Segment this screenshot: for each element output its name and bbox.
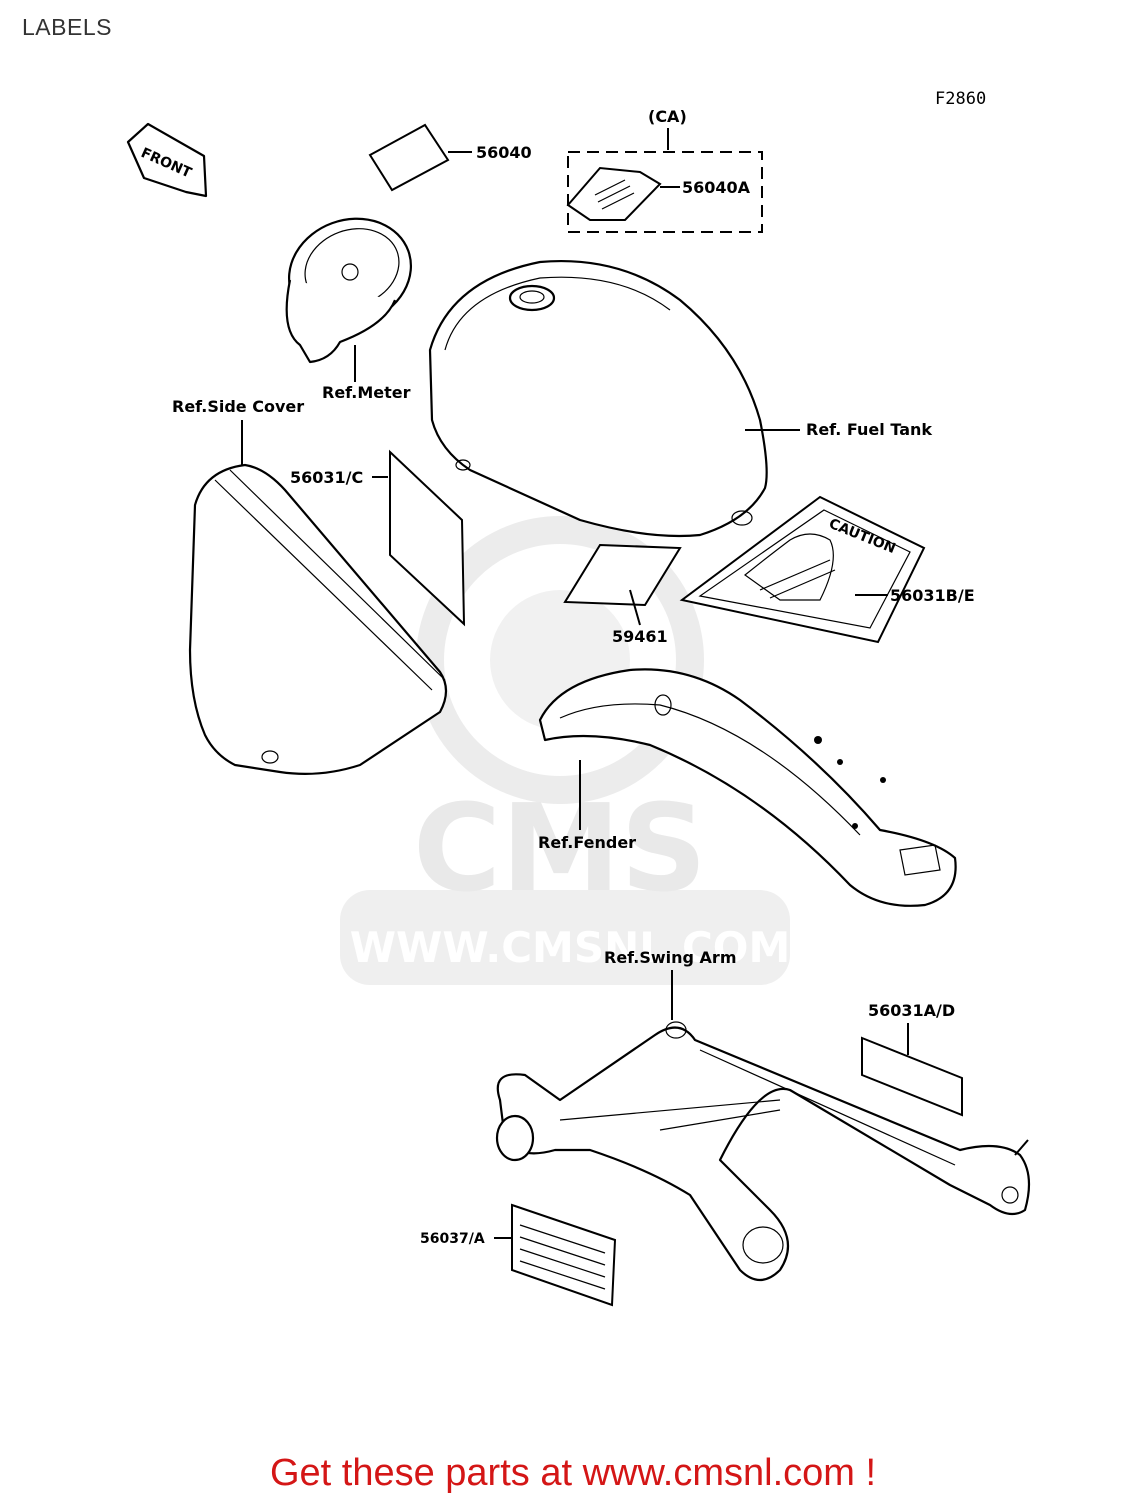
figure-code: F2860	[935, 89, 986, 109]
sticker-59461: 59461	[563, 543, 682, 646]
watermark-url: WWW.CMSNL.COM	[350, 923, 791, 972]
part-number-56031ad[interactable]: 56031A/D	[868, 1001, 955, 1020]
part-number-56037a[interactable]: 56037/A	[420, 1231, 485, 1247]
sticker-56031be: CAUTION 56031B/E	[679, 495, 975, 644]
ca-group: (CA) 56040A	[566, 107, 763, 233]
swing-arm-part: Ref.Swing Arm	[495, 948, 1031, 1282]
watermark-brand: CMS	[413, 780, 707, 919]
ca-label: (CA)	[648, 107, 687, 126]
sticker-56037a: 56037/A	[420, 1203, 617, 1307]
ref-swing-arm-label: Ref.Swing Arm	[604, 948, 736, 967]
part-number-56040a[interactable]: 56040A	[682, 178, 751, 197]
fender-part: Ref.Fender	[538, 668, 957, 907]
ref-fender-label: Ref.Fender	[538, 833, 636, 852]
ref-side-cover-label: Ref.Side Cover	[172, 397, 304, 416]
part-number-56031be[interactable]: 56031B/E	[890, 586, 975, 605]
sticker-56040: 56040	[368, 123, 532, 192]
part-number-56040[interactable]: 56040	[476, 143, 532, 162]
ref-meter-label: Ref.Meter	[322, 383, 411, 402]
front-arrow: FRONT	[126, 122, 208, 198]
part-number-56031c[interactable]: 56031/C	[290, 468, 363, 487]
meter-part: Ref.Meter	[285, 217, 413, 402]
cms-watermark: CMS WWW.CMSNL.COM	[340, 516, 791, 985]
part-number-59461[interactable]: 59461	[612, 627, 668, 646]
sticker-56031c: 56031/C	[290, 449, 466, 627]
sticker-56031ad: 56031A/D	[861, 1001, 963, 1117]
page-title: LABELS	[22, 14, 112, 40]
footer-link[interactable]: Get these parts at www.cmsnl.com !	[269, 1452, 877, 1494]
side-cover-part: Ref.Side Cover	[172, 397, 448, 775]
ref-fuel-tank-label: Ref. Fuel Tank	[806, 420, 932, 439]
fuel-tank-part: Ref. Fuel Tank	[428, 259, 932, 538]
